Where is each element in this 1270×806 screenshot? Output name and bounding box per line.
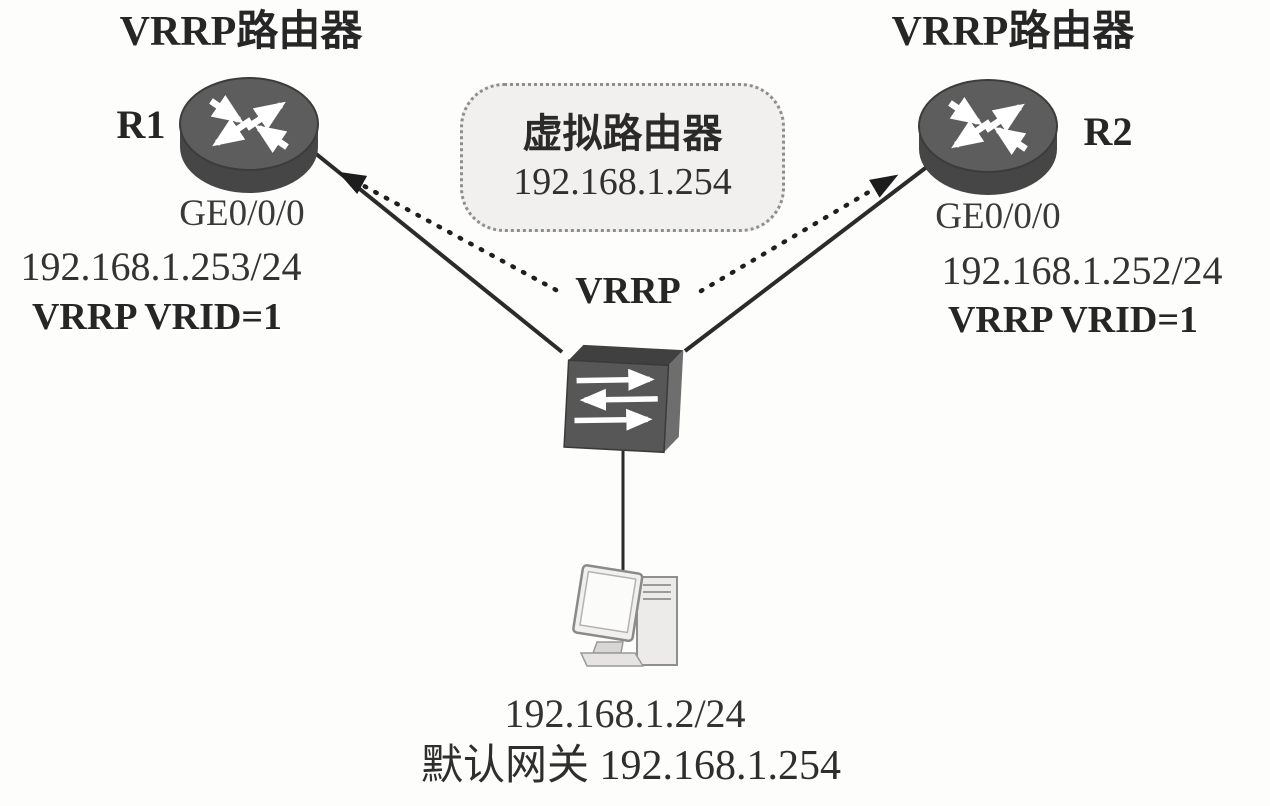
right-interface-label: GE0/0/0 — [935, 196, 1061, 237]
r2-label: R2 — [1083, 109, 1133, 154]
r2-router-icon — [918, 79, 1058, 195]
pc-monitor — [572, 564, 644, 643]
virtual-router-bubble: 虚拟路由器 192.168.1.254 — [460, 83, 785, 232]
r1-router-icon — [179, 77, 319, 193]
right-ip-label: 192.168.1.252/24 — [941, 248, 1223, 293]
vrrp-arrow-to-r1 — [337, 170, 559, 293]
right-vrid-label: VRRP VRID=1 — [947, 299, 1199, 341]
switch-icon — [563, 344, 684, 454]
left-vrid-label: VRRP VRID=1 — [31, 296, 283, 338]
vrrp-arrow-to-r2 — [698, 173, 899, 294]
router-arrows-glyph — [948, 97, 1028, 155]
left-router-title: VRRP路由器 — [119, 9, 363, 55]
virtual-router-ip: 192.168.1.254 — [513, 161, 732, 203]
host-ip-label: 192.168.1.2/24 — [504, 691, 746, 736]
pc-icon — [572, 564, 678, 667]
r1-label: R1 — [116, 102, 166, 147]
router-arrows-glyph — [209, 95, 289, 153]
host-gateway-label: 默认网关 192.168.1.254 — [420, 743, 842, 789]
switch-arrows-glyph — [574, 368, 658, 431]
left-interface-label: GE0/0/0 — [179, 193, 305, 234]
virtual-router-label: 虚拟路由器 — [522, 111, 723, 156]
right-router-title: VRRP路由器 — [891, 9, 1135, 55]
left-ip-label: 192.168.1.253/24 — [20, 244, 302, 289]
vrrp-link-label: VRRP — [575, 270, 681, 312]
